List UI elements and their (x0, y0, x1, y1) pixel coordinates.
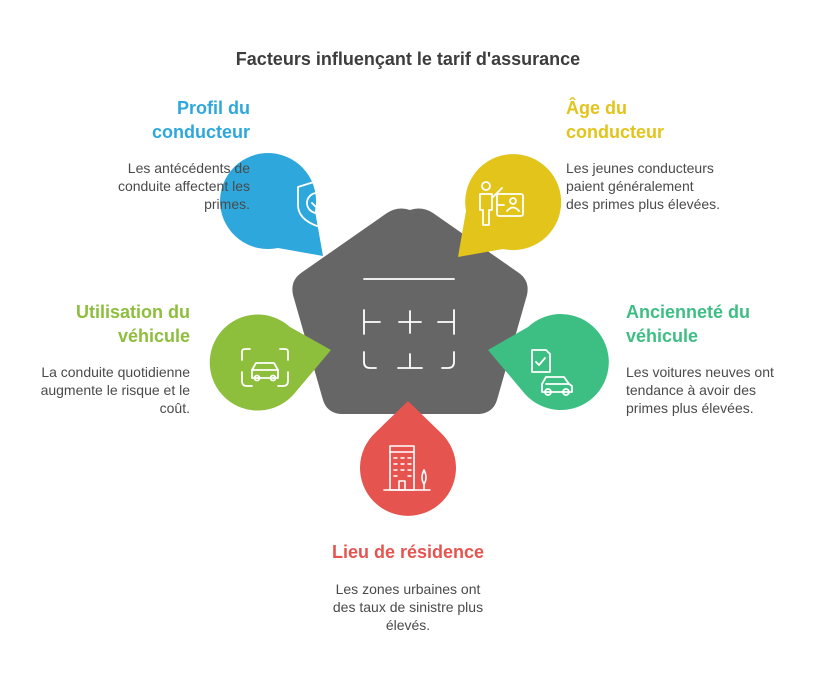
anciennete-desc-line3: primes plus élevées. (626, 400, 754, 416)
car-frame-icon (241, 348, 289, 387)
age-drop (458, 154, 562, 257)
utilisation-heading-line2: véhicule (117, 326, 190, 346)
anciennete-heading-line1: Ancienneté du (626, 302, 751, 322)
math-operators-icon (363, 278, 455, 369)
shield-check-icon (297, 180, 337, 227)
utilisation-heading-line1: Utilisation du (76, 302, 190, 322)
profil-description: Les antécédents de conduite affectent le… (118, 159, 250, 213)
age-desc-line3: des primes plus élevées. (566, 196, 721, 212)
profil-desc-line1: Les antécédents de (127, 160, 250, 176)
residence-desc-line1: Les zones urbaines ont (335, 581, 481, 597)
car-document-icon (531, 349, 573, 396)
residence-heading-line1: Lieu de résidence (331, 542, 485, 562)
profil-drop (220, 153, 337, 256)
residence-desc-line2: des taux de sinistre plus (332, 599, 484, 615)
age-desc-line2: paient généralement (566, 178, 694, 194)
profil-heading-line2: conducteur (151, 122, 250, 142)
age-desc-line1: Les jeunes conducteurs (566, 160, 714, 176)
age-heading-line1: Âge du (566, 98, 627, 118)
anciennete-heading-line2: véhicule (626, 326, 699, 346)
building-tree-icon (383, 445, 431, 491)
anciennete-description: Les voitures neuves ont tendance à avoir… (626, 363, 774, 417)
utilisation-heading: Utilisation du véhicule (76, 300, 190, 348)
age-heading: Âge du conducteur (566, 96, 664, 144)
profil-heading: Profil du conducteur (152, 96, 250, 144)
anciennete-desc-line1: Les voitures neuves ont (626, 364, 774, 380)
diagram-title: Facteurs influençant le tarif d'assuranc… (235, 49, 581, 69)
utilisation-drop (209, 314, 331, 411)
residence-drop (360, 401, 456, 516)
utilisation-desc-line3: coût. (159, 400, 190, 416)
utilisation-desc-line1: La conduite quotidienne (41, 364, 190, 380)
utilisation-description: La conduite quotidienne augmente le risq… (41, 363, 190, 417)
residence-heading: Lieu de résidence (258, 540, 558, 564)
profil-heading-line1: Profil du (177, 98, 250, 118)
driver-presentation-icon (479, 181, 524, 226)
anciennete-drop (488, 314, 609, 411)
utilisation-desc-line2: augmente le risque et le (40, 382, 190, 398)
age-description: Les jeunes conducteurs paient généraleme… (566, 159, 720, 213)
profil-desc-line2: conduite affectent les (117, 178, 250, 194)
anciennete-heading: Ancienneté du véhicule (626, 300, 750, 348)
profil-desc-line3: primes. (204, 196, 250, 212)
residence-description: Les zones urbaines ont des taux de sinis… (258, 580, 558, 634)
age-heading-line2: conducteur (566, 122, 665, 142)
anciennete-desc-line2: tendance à avoir des (626, 382, 756, 398)
residence-desc-line3: élevés. (385, 617, 431, 633)
